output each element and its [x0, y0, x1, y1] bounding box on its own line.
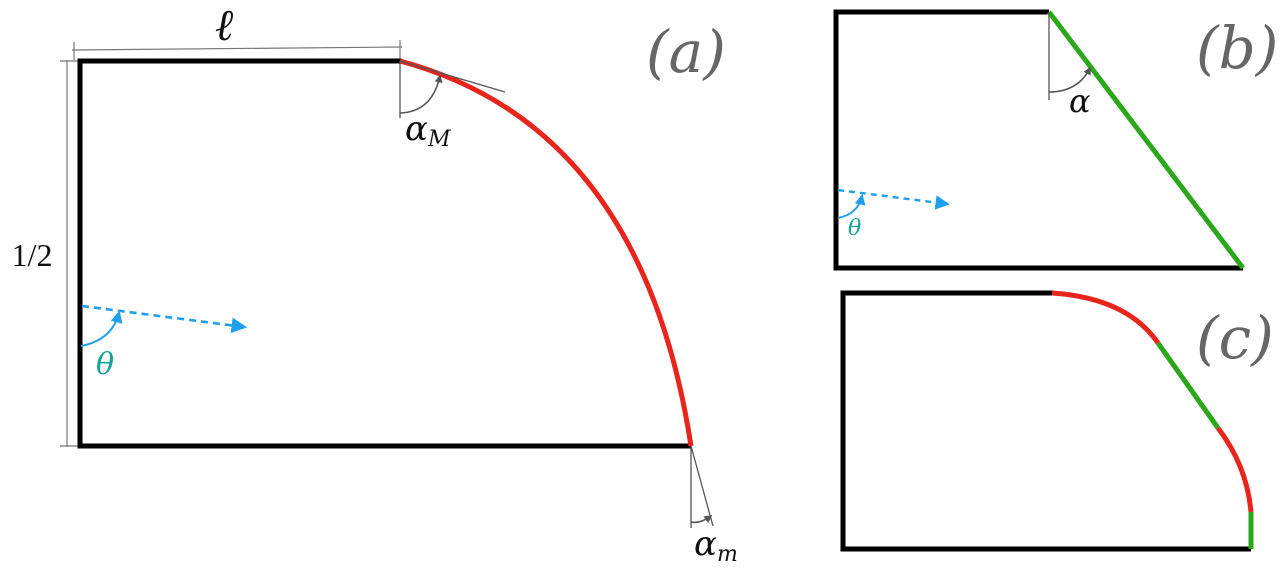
alpha-m-subscript: m	[717, 542, 738, 567]
panel-a-label: (a)	[646, 18, 726, 86]
bottom-tangent-line	[690, 445, 714, 527]
straight-boundary	[1047, 10, 1245, 270]
alpha-m-symbol: α	[694, 524, 717, 564]
bottom-angle-arc	[690, 515, 713, 524]
panel-b-label: (b)	[1196, 14, 1278, 82]
panel-a: ℓ 1/2 αM αm θ (a)	[12, 0, 738, 567]
curved-boundary-segment-1	[1051, 290, 1161, 345]
trajectory-arrow	[837, 188, 950, 210]
straight-boundary-segment-1	[1155, 341, 1221, 430]
panel-b: α θ (b)	[833, 9, 1278, 271]
alpha-M-symbol: α	[405, 109, 428, 149]
theta-label: θ	[96, 347, 114, 382]
length-label: ℓ	[215, 0, 234, 51]
billiard-walls	[840, 290, 1251, 552]
theta-arc	[80, 310, 123, 347]
alpha-M-label: αM	[405, 109, 451, 152]
theta-arc	[837, 193, 866, 219]
panel-c-label: (c)	[1196, 304, 1274, 372]
height-label: 1/2	[12, 237, 53, 273]
curved-boundary-segment-2	[1216, 426, 1254, 513]
trajectory-arrow	[81, 304, 248, 334]
length-dimension-line	[71, 46, 403, 51]
panel-c: (c)	[840, 290, 1274, 552]
theta-label: θ	[848, 216, 861, 241]
alpha-angle-arc	[1048, 66, 1091, 93]
alpha-m-label: αm	[694, 524, 738, 567]
top-angle-arc	[399, 74, 443, 114]
curved-boundary	[399, 58, 694, 447]
alpha-M-subscript: M	[427, 127, 451, 152]
alpha-label: α	[1069, 82, 1091, 120]
billiard-walls	[77, 58, 691, 449]
billiard-walls	[833, 9, 1243, 271]
top-tangent-line	[399, 60, 506, 93]
